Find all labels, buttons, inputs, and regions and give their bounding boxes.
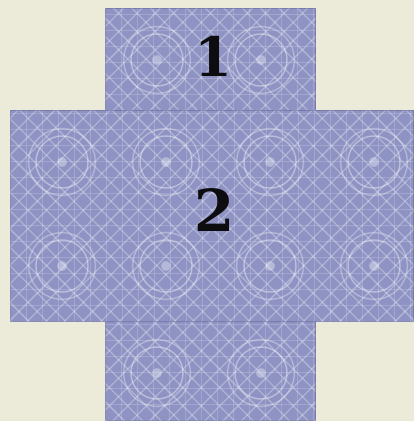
panel-label-2: 2 xyxy=(194,182,234,240)
panel-label-1: 1 xyxy=(194,30,232,84)
bottom-pattern-panel xyxy=(105,321,316,421)
